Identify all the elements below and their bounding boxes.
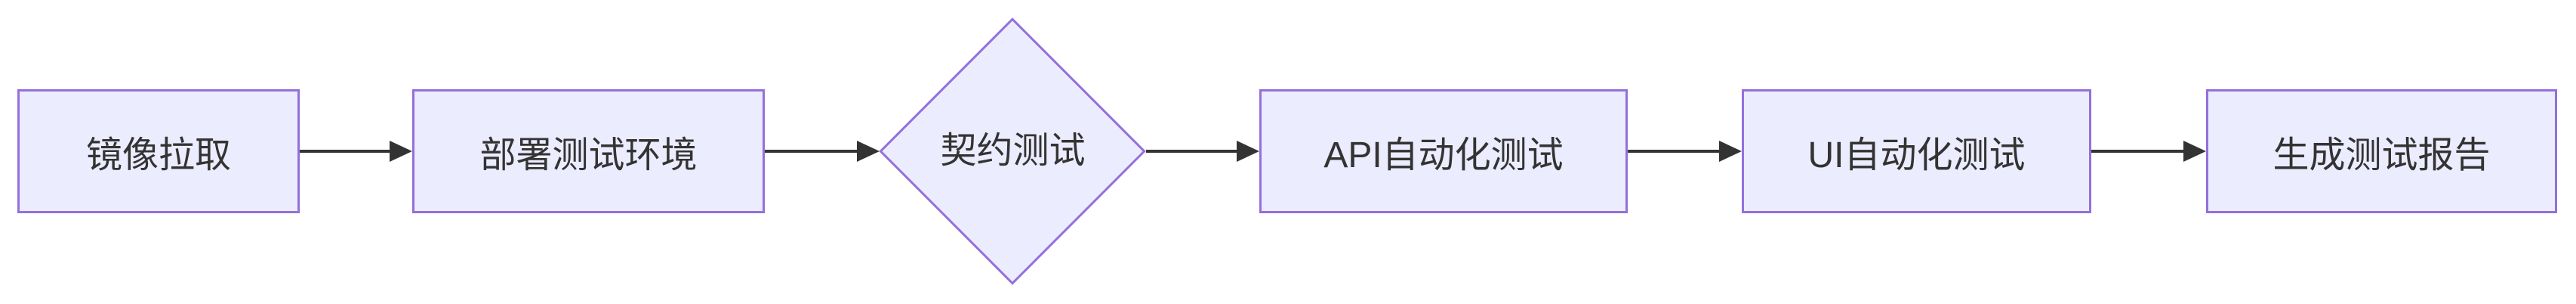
node-ui-automation-test-label: UI自动化测试 xyxy=(1807,135,2026,175)
edge-line xyxy=(765,150,860,153)
arrowhead-icon xyxy=(2183,141,2206,162)
node-image-pull: 镜像拉取 xyxy=(17,89,300,213)
node-generate-test-report-label: 生成测试报告 xyxy=(2272,135,2491,175)
arrowhead-icon xyxy=(1719,141,1742,162)
node-api-automation-test-label: API自动化测试 xyxy=(1323,135,1564,175)
edge-ui-to-report xyxy=(2091,141,2206,162)
edge-line xyxy=(300,150,393,153)
edge-deploy-to-contract xyxy=(765,141,880,162)
edge-contract-to-api xyxy=(1146,141,1259,162)
node-deploy-test-env: 部署测试环境 xyxy=(412,89,765,213)
node-generate-test-report: 生成测试报告 xyxy=(2206,89,2557,213)
arrowhead-icon xyxy=(390,141,412,162)
node-contract-test-label: 契约测试 xyxy=(940,131,1086,171)
arrowhead-icon xyxy=(1237,141,1259,162)
node-deploy-test-env-label: 部署测试环境 xyxy=(479,135,698,175)
edge-line xyxy=(1146,150,1240,153)
arrowhead-icon xyxy=(857,141,880,162)
edge-line xyxy=(2091,150,2186,153)
node-image-pull-label: 镜像拉取 xyxy=(85,135,231,175)
edge-image-pull-to-deploy xyxy=(300,141,412,162)
edge-line xyxy=(1628,150,1722,153)
edge-api-to-ui xyxy=(1628,141,1742,162)
node-ui-automation-test: UI自动化测试 xyxy=(1742,89,2091,213)
node-api-automation-test: API自动化测试 xyxy=(1259,89,1628,213)
